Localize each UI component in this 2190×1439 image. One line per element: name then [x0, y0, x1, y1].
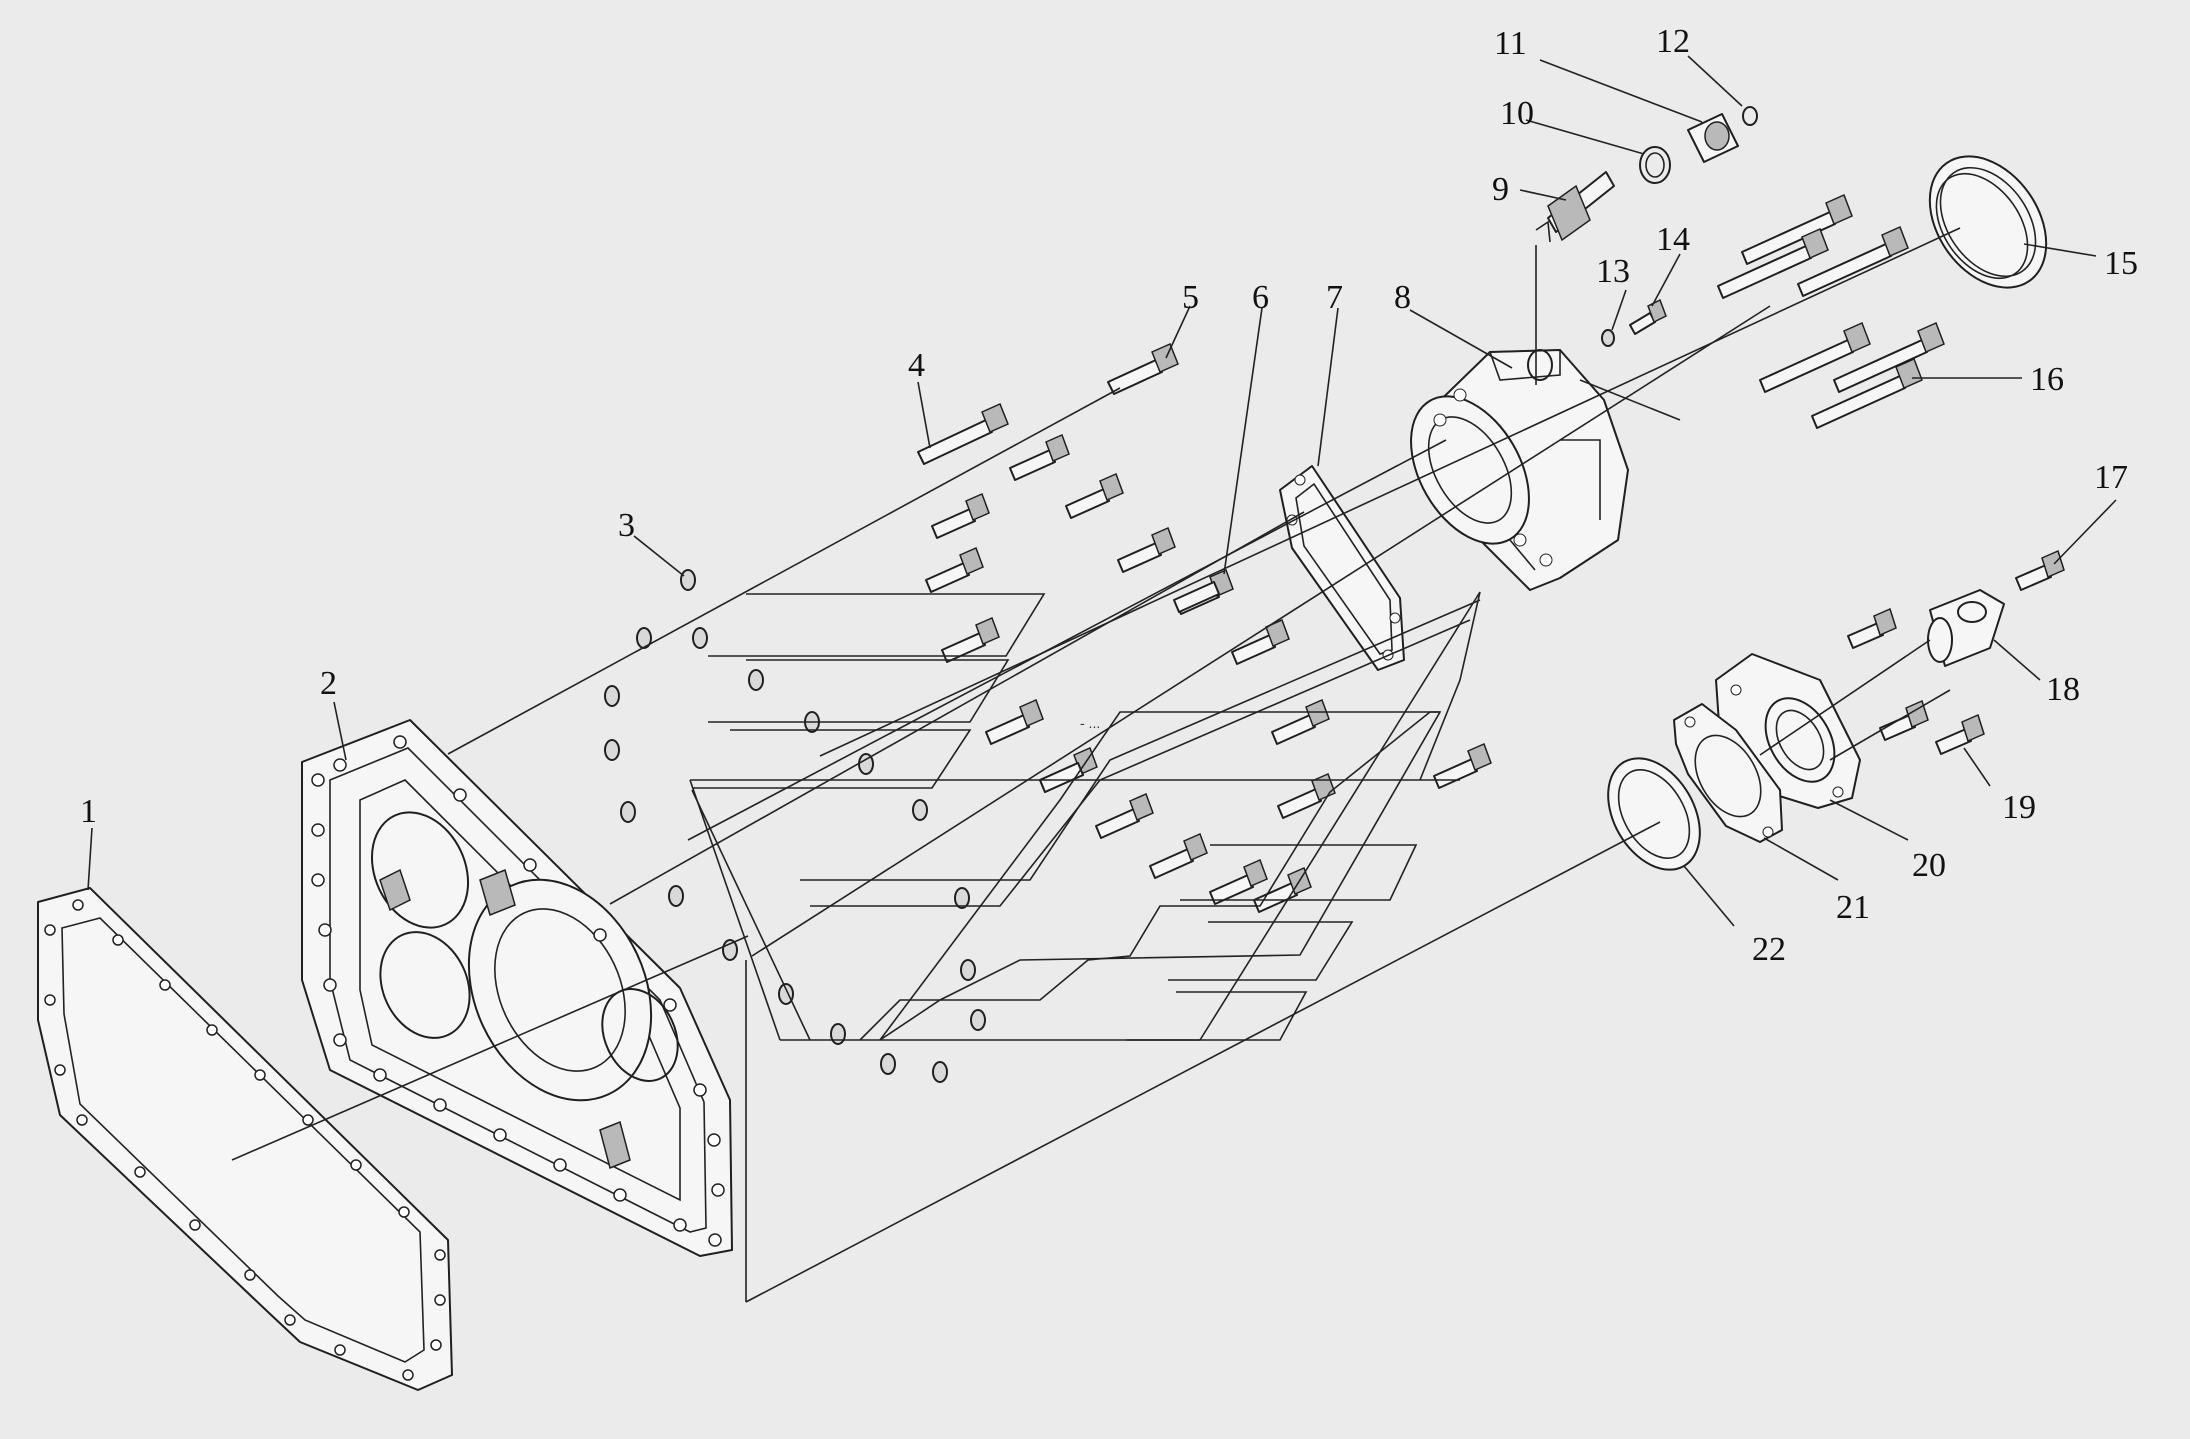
callout-3: 3	[618, 507, 635, 544]
drive-gear-shaft-9	[1535, 171, 1615, 243]
bolt-5	[1107, 342, 1179, 395]
o-ring-10	[1639, 146, 1671, 184]
gasket-1	[37, 887, 453, 1391]
callout-20: 20	[1912, 847, 1946, 884]
callout-18: 18	[2046, 671, 2080, 708]
bolts-19	[1847, 607, 1985, 755]
callout-5: 5	[1182, 279, 1199, 316]
callout-4: 4	[908, 347, 925, 384]
lifting-eye-18	[1927, 589, 2005, 667]
bolt-cluster	[917, 342, 1492, 913]
callout-8: 8	[1394, 279, 1411, 316]
callout-10: 10	[1500, 95, 1534, 132]
stray-annotation: - ...	[1080, 715, 1100, 731]
washer-13	[1601, 329, 1615, 347]
bolt-6	[1173, 581, 1220, 613]
clip-12	[1742, 106, 1758, 126]
gasket-7	[1279, 465, 1405, 671]
callout-16: 16	[2030, 361, 2064, 398]
callout-labels: 1 2 3 4 5 6 7 8 9 10 11 12 13 14 15 16 1…	[80, 23, 2138, 968]
assembly-lines	[231, 227, 1961, 1303]
pto-housing-8	[1410, 349, 1629, 591]
bolt-4	[917, 402, 1009, 465]
callout-19: 19	[2002, 789, 2036, 826]
gasket-21	[1673, 703, 1783, 843]
callout-12: 12	[1656, 23, 1690, 60]
callout-6: 6	[1252, 279, 1269, 316]
housing-cover-2	[301, 719, 733, 1257]
washer-set	[604, 569, 986, 1083]
callout-7: 7	[1326, 279, 1343, 316]
screw-14	[1629, 298, 1667, 335]
callout-22: 22	[1752, 931, 1786, 968]
seal-ring-15	[1928, 155, 2048, 289]
callout-17: 17	[2094, 459, 2128, 496]
bolt-group-outlines	[689, 591, 1481, 1041]
callout-15: 15	[2104, 245, 2138, 282]
long-bolts-16	[1717, 193, 1945, 429]
gasket-ring-22	[1607, 757, 1701, 871]
callout-11: 11	[1494, 25, 1527, 62]
callout-1: 1	[80, 793, 97, 830]
callout-9: 9	[1492, 171, 1509, 208]
callout-14: 14	[1656, 221, 1690, 258]
sensor-nut-11	[1687, 113, 1739, 163]
callout-21: 21	[1836, 889, 1870, 926]
bolt-17	[2015, 549, 2065, 591]
callout-leaders	[87, 55, 2117, 927]
callout-2: 2	[320, 665, 337, 702]
callout-13: 13	[1596, 253, 1630, 290]
